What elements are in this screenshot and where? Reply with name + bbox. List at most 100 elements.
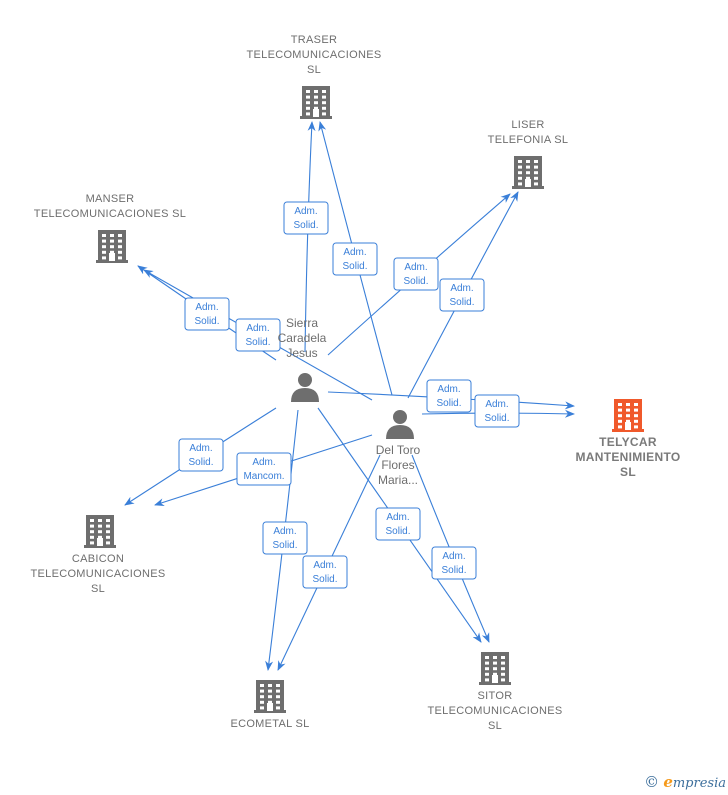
nodes-layer: TRASER TELECOMUNICACIONES SL LISER TELEFONIA…: [31, 34, 681, 732]
badge-box: [393, 257, 439, 291]
company-name-line: TELECOMUNICACIONES: [428, 705, 563, 717]
company-name-line: TELYCAR: [599, 435, 657, 449]
badge-label: Adm.: [294, 206, 317, 217]
edge-badge-deltoro-traser[interactable]: Adm. Solid.: [332, 242, 378, 276]
empresia-logo[interactable]: © empresia: [644, 773, 726, 791]
badge-box: [375, 507, 421, 541]
company-name-line: SL: [307, 64, 321, 76]
company-node-ecometal[interactable]: ECOMETAL SL: [230, 680, 309, 730]
person-name-line: Caradela: [278, 331, 327, 345]
company-name-line: SITOR: [478, 690, 513, 702]
badge-label: Solid.: [188, 457, 213, 468]
badge-box: [431, 546, 477, 580]
badge-label: Adm.: [404, 262, 427, 273]
badge-box: [439, 278, 485, 312]
brand-initial: e: [663, 773, 673, 791]
copyright-symbol: ©: [644, 773, 660, 791]
person-name-line: Flores: [381, 458, 414, 472]
person-node-deltoro[interactable]: Del ToroFloresMaria...: [376, 410, 421, 487]
company-name-line: LISER: [511, 119, 544, 131]
badge-label: Adm.: [437, 384, 460, 395]
edge-badge-deltoro-manser[interactable]: Adm. Solid.: [235, 318, 281, 352]
edge-badge-sierra-traser[interactable]: Adm. Solid.: [283, 201, 329, 235]
company-name-line: TELEFONIA SL: [488, 134, 569, 146]
badge-label: Adm.: [273, 526, 296, 537]
badge-label: Solid.: [385, 526, 410, 537]
badge-box: [302, 555, 348, 589]
edge-badge-sierra-sitor[interactable]: Adm. Solid.: [375, 507, 421, 541]
badge-box: [178, 438, 224, 472]
company-name-line: SL: [620, 465, 636, 479]
building-icon: [479, 652, 511, 685]
edge-badge-sierra-telycar[interactable]: Adm. Solid.: [426, 379, 472, 413]
company-node-liser[interactable]: LISER TELEFONIA SL: [488, 119, 569, 189]
edge-badge-deltoro-sitor[interactable]: Adm. Solid.: [431, 546, 477, 580]
badges-layer: Adm. Solid. Adm. Solid. Adm. Solid. Adm. Solid.…: [178, 201, 520, 589]
badge-label: Solid.: [449, 297, 474, 308]
badge-box: [184, 297, 230, 331]
company-node-traser[interactable]: TRASER TELECOMUNICACIONES SL: [247, 34, 382, 119]
company-node-sitor[interactable]: SITOR TELECOMUNICACIONES SL: [428, 652, 563, 732]
badge-label: Mancom.: [243, 471, 284, 482]
badge-label: Adm.: [485, 399, 508, 410]
company-name-line: CABICON: [72, 553, 124, 565]
company-name-line: MANSER: [86, 193, 135, 205]
person-name-line: Sierra: [286, 316, 318, 330]
badge-box: [474, 394, 520, 428]
person-name-line: Maria...: [378, 473, 418, 487]
badge-label: Solid.: [293, 220, 318, 231]
edge-badge-deltoro-cabicon[interactable]: Adm. Mancom.: [236, 452, 292, 486]
person-name-line: Del Toro: [376, 443, 421, 457]
person-name-line: Jesus: [286, 346, 317, 360]
badge-label: Solid.: [272, 540, 297, 551]
badge-label: Solid.: [245, 337, 270, 348]
badge-box: [426, 379, 472, 413]
badge-label: Adm.: [442, 551, 465, 562]
badge-label: Solid.: [484, 413, 509, 424]
badge-box: [236, 452, 292, 486]
building-icon: [254, 680, 286, 713]
building-icon: [512, 156, 544, 189]
edge-badge-sierra-liser[interactable]: Adm. Solid.: [393, 257, 439, 291]
company-name-line: TRASER: [291, 34, 337, 46]
badge-label: Adm.: [252, 457, 275, 468]
building-icon: [300, 86, 332, 119]
edge-badge-deltoro-liser[interactable]: Adm. Solid.: [439, 278, 485, 312]
badge-label: Adm.: [313, 560, 336, 571]
edge-badge-deltoro-ecometal[interactable]: Adm. Solid.: [302, 555, 348, 589]
building-icon: [96, 230, 128, 263]
edge-badge-sierra-ecometal[interactable]: Adm. Solid.: [262, 521, 308, 555]
building-icon: [84, 515, 116, 548]
edge-badge-sierra-cabicon[interactable]: Adm. Solid.: [178, 438, 224, 472]
badge-label: Adm.: [246, 323, 269, 334]
badge-label: Solid.: [403, 276, 428, 287]
badge-box: [283, 201, 329, 235]
building-icon: [612, 399, 644, 432]
badge-box: [262, 521, 308, 555]
badge-label: Solid.: [436, 398, 461, 409]
badge-label: Solid.: [194, 316, 219, 327]
badge-label: Adm.: [386, 512, 409, 523]
person-icon: [291, 373, 319, 402]
company-name-line: SL: [91, 583, 105, 595]
badge-box: [235, 318, 281, 352]
company-name-line: TELECOMUNICACIONES: [247, 49, 382, 61]
badge-label: Adm.: [195, 302, 218, 313]
badge-box: [332, 242, 378, 276]
badge-label: Solid.: [342, 261, 367, 272]
badge-label: Solid.: [441, 565, 466, 576]
person-icon: [386, 410, 414, 439]
edge-badge-sierra-manser[interactable]: Adm. Solid.: [184, 297, 230, 331]
badge-label: Adm.: [450, 283, 473, 294]
company-name-line: ECOMETAL SL: [230, 718, 309, 730]
badge-label: Solid.: [312, 574, 337, 585]
edge-badge-deltoro-telycar[interactable]: Adm. Solid.: [474, 394, 520, 428]
badge-label: Adm.: [189, 443, 212, 454]
company-name-line: SL: [488, 720, 502, 732]
badge-label: Adm.: [343, 247, 366, 258]
